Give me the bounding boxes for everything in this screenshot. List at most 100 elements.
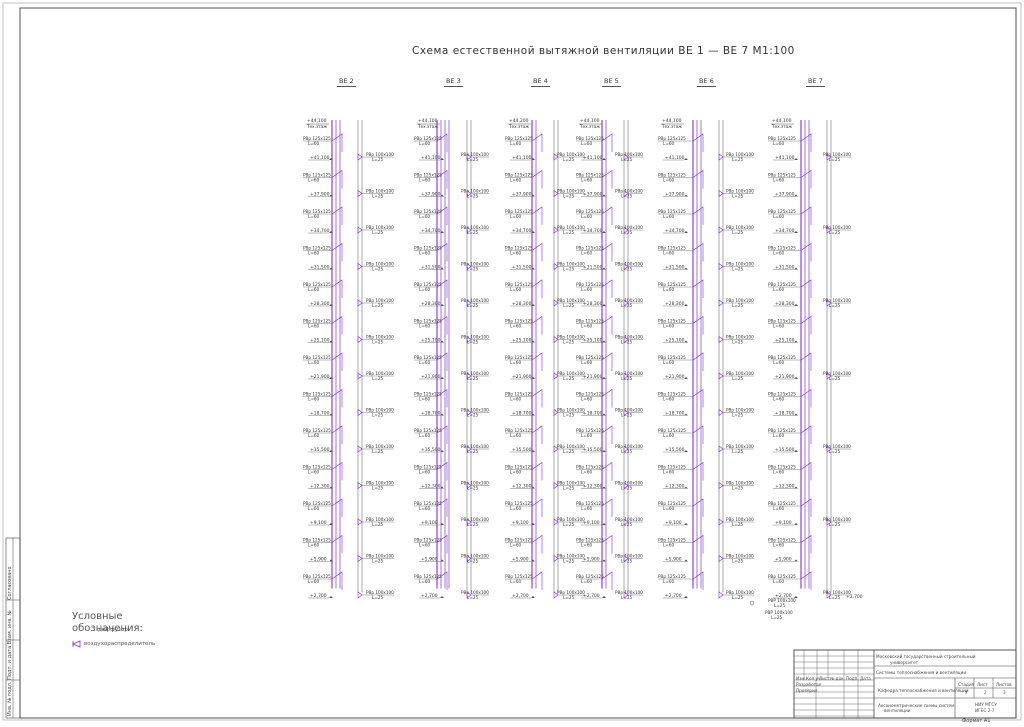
- grille-label: РВр 100х100: [366, 225, 394, 230]
- level-triangle: [440, 340, 444, 343]
- grille-label: РВр 100х100: [726, 408, 754, 413]
- grille-label: РВр 100х100: [557, 298, 585, 303]
- level-triangle: [329, 267, 333, 270]
- branch-duct: [331, 169, 343, 189]
- floor-level-mark: +25,100: [310, 338, 330, 344]
- grille-label: РВр 125х125: [414, 392, 442, 397]
- branch-duct: [331, 315, 343, 335]
- grille-label: РВр 125х125: [658, 136, 686, 141]
- column-label-ve2: ВЕ 2: [337, 77, 356, 87]
- level-triangle: [794, 158, 798, 160]
- grille-label: РВр 125х125: [576, 173, 604, 178]
- floor-level-mark: +21,900: [310, 374, 330, 380]
- floor-level-mark: +25,100: [421, 338, 441, 344]
- grille-length: L=25: [372, 413, 384, 418]
- floor-level-mark: +9,100: [583, 520, 600, 526]
- grille-label: РВр 125х125: [576, 392, 604, 397]
- legend-item-air-distributor: воздухораспределитель: [84, 641, 156, 647]
- grille-length: L=25: [563, 157, 575, 162]
- air-distributor-icon: [553, 554, 559, 563]
- floor-level-mark: +12,300: [665, 484, 685, 490]
- top-level-mark: +44,200: [509, 118, 529, 124]
- floor-level-mark: +15,500: [775, 447, 795, 453]
- grille-label: РВр 100х100: [366, 335, 394, 340]
- grille-label: РВр 100х100: [461, 444, 489, 449]
- grille-label: РВр 100х100: [557, 517, 585, 522]
- grille-label: РВр 100х100: [615, 189, 643, 194]
- grille-length: L=25: [732, 230, 744, 235]
- level-triangle: [684, 231, 688, 233]
- air-distributor-icon: [357, 481, 363, 490]
- level-triangle: [440, 304, 444, 306]
- branch-duct: [692, 352, 704, 371]
- grille-length: L=25: [372, 522, 384, 527]
- inner-frame: [19, 7, 1017, 719]
- legend-title-line2: обозначения:: [72, 623, 143, 634]
- floor-level-mark: +5,900: [421, 557, 438, 563]
- grille-label: РВр 125х125: [505, 465, 533, 470]
- branch-duct: [331, 242, 343, 262]
- floor-level-mark: +28,300: [310, 301, 330, 307]
- grille-length: L=25: [372, 376, 384, 381]
- grille-length: L=60: [308, 214, 320, 219]
- floor-level-mark: +2,700: [583, 593, 600, 599]
- legend-title: Условные обозначения:: [72, 611, 143, 635]
- grille-length: L=60: [308, 178, 320, 183]
- tb-hdr-list: Лист: [819, 676, 830, 681]
- branch-duct: [531, 133, 543, 152]
- branch-duct: [436, 133, 448, 152]
- grille-length: L=60: [663, 141, 675, 146]
- grille-label: РВр 125х125: [414, 501, 442, 506]
- branch-duct: [692, 206, 704, 225]
- grille-length: L=25: [563, 303, 575, 308]
- diffuser-icon: [749, 600, 755, 606]
- floor-level-mark: +18,700: [665, 411, 685, 417]
- air-distributor-icon: [623, 299, 629, 307]
- grille-length: L=25: [621, 303, 633, 308]
- grille-label: РВр 125х125: [658, 173, 686, 178]
- grille-length: L=25: [621, 157, 633, 162]
- grille-length: L=60: [308, 324, 320, 329]
- branch-duct: [692, 498, 704, 517]
- legend-title-line1: Условные: [72, 611, 123, 622]
- floor-level-mark: +2,700: [775, 593, 792, 599]
- level-triangle: [684, 267, 688, 270]
- grille-length: L=60: [308, 433, 320, 438]
- branch-duct: [800, 315, 812, 335]
- grille-label: РВр 100х100: [366, 444, 394, 449]
- grille-length: L=60: [419, 141, 431, 146]
- grille-label: РВр 100х100: [366, 517, 394, 522]
- floor-level-mark: +5,900: [512, 557, 529, 563]
- grille-length: L=25: [732, 522, 744, 527]
- grille-length: L=60: [308, 397, 320, 402]
- grille-length: L=60: [510, 433, 522, 438]
- air-distributor-icon: [357, 445, 363, 453]
- column-label-ve5: ВЕ 5: [602, 77, 621, 87]
- sheet-format: Формат А1: [962, 718, 991, 724]
- level-triangle: [794, 340, 798, 343]
- floor-level-mark: +41,100: [775, 155, 795, 161]
- branch-duct: [800, 242, 812, 262]
- grille-label: РВр 100х100: [366, 481, 394, 486]
- grille-label: РВр 100х100: [557, 335, 585, 340]
- grille-length: L=25: [774, 603, 786, 608]
- air-distributor-icon: [553, 372, 559, 380]
- grille-label: РВр 125х125: [505, 173, 533, 178]
- grille-length: L=25: [829, 595, 841, 600]
- tech-floor-label: Тех.этаж: [771, 124, 792, 129]
- air-distributor-icon: [553, 335, 559, 344]
- grille-label: РВр 100х100: [557, 408, 585, 413]
- grille-length: L=60: [419, 543, 431, 548]
- tech-floor-label: Тех.этаж: [306, 124, 327, 129]
- grille-label: РВр 125х125: [414, 538, 442, 543]
- level-triangle: [794, 377, 798, 379]
- tech-floor-label: Тех.этаж: [417, 124, 438, 129]
- grille-label: РВр 125х125: [505, 136, 533, 141]
- branch-duct: [331, 425, 343, 444]
- grille-length: L=25: [467, 303, 479, 308]
- level-triangle: [329, 450, 333, 452]
- grille-length: L=60: [581, 579, 593, 584]
- level-triangle: [440, 486, 444, 489]
